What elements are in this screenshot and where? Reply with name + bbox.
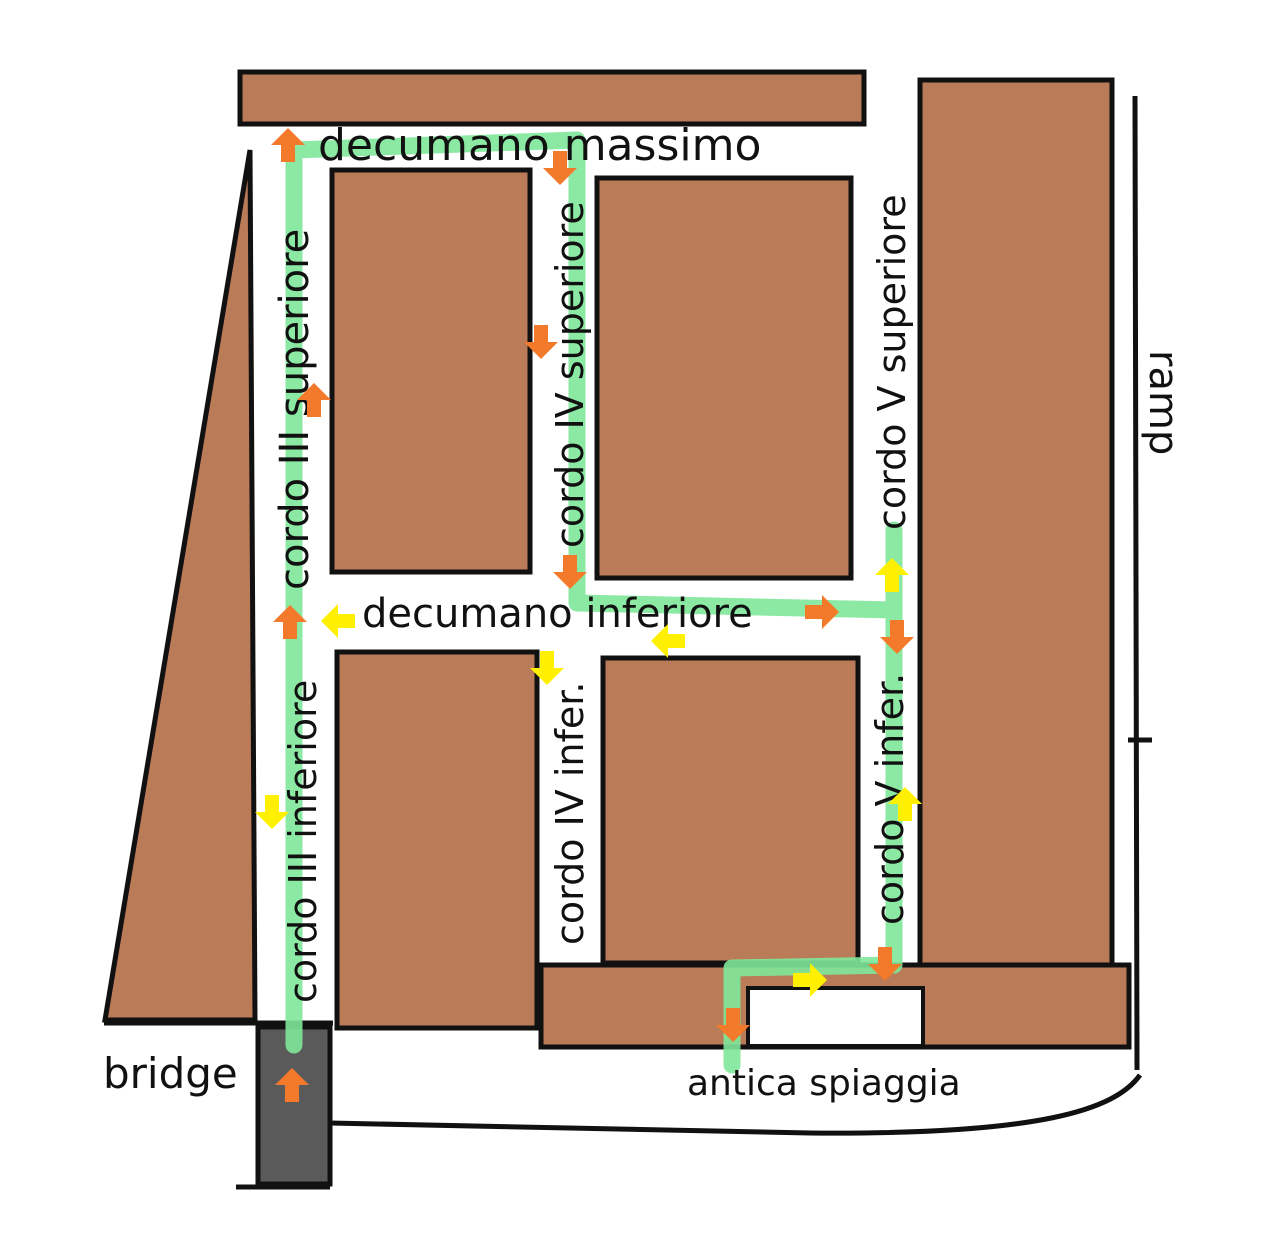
street-labels: decumano massimo decumano inferiore anti… [103,120,1186,1104]
street-lines [104,95,1152,1190]
block-lower-middle [600,655,861,966]
right-tall-block [917,77,1115,968]
block-upper-left [329,167,533,575]
label-decumano-massimo: decumano massimo [318,120,761,171]
label-ramp: ramp [1140,350,1186,455]
label-cordo-iii-inferiore: cordo III inferiore [281,680,325,1003]
arrow-up-icon [875,558,909,592]
label-antica-spiaggia: antica spiaggia [687,1063,961,1104]
label-cordo-iv-superiore: cordo IV superiore [548,201,592,548]
top-block [237,69,867,127]
label-decumano-inferiore: decumano inferiore [362,591,753,637]
bridge [255,1024,333,1187]
bottom-opening [746,986,925,1048]
block-upper-middle [594,175,854,581]
arrow-left-icon [321,604,355,638]
label-cordo-iv-infer: cordo IV infer. [548,682,592,945]
label-cordo-v-superiore: cordo V superiore [870,194,914,530]
buildings [102,69,1132,1050]
arrow-down-icon [880,620,914,654]
label-bridge: bridge [103,1049,238,1098]
left-wedge-block [102,149,258,1023]
block-lower-left [334,649,540,1031]
